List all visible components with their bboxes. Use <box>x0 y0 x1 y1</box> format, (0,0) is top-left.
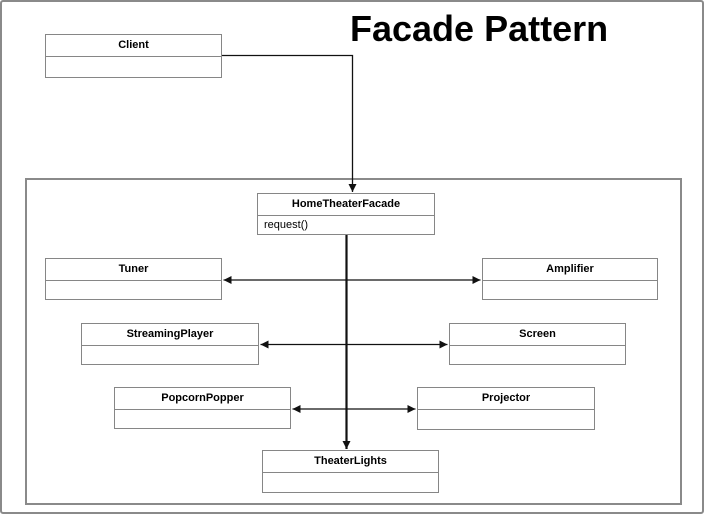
class-title-popcornpopper: PopcornPopper <box>161 392 244 404</box>
class-method-request: request() <box>258 215 434 234</box>
class-box-client[interactable]: Client <box>45 34 222 78</box>
class-box-streamingplayer[interactable]: StreamingPlayer <box>81 323 259 365</box>
class-body-theaterlights <box>263 472 438 492</box>
class-title-streamingplayer: StreamingPlayer <box>126 328 214 340</box>
class-body-client <box>46 56 221 77</box>
class-box-theaterlights[interactable]: TheaterLights <box>262 450 439 493</box>
class-box-hometheaterfacade[interactable]: HomeTheaterFacade request() <box>257 193 435 235</box>
diagram-title: Facade Pattern <box>350 8 609 49</box>
class-box-tuner[interactable]: Tuner <box>45 258 222 300</box>
class-body-streamingplayer <box>82 345 258 364</box>
class-title-hometheaterfacade: HomeTheaterFacade <box>291 198 401 210</box>
class-body-screen <box>450 345 625 364</box>
class-body-popcornpopper <box>115 409 290 428</box>
subsystem-boundary-box[interactable] <box>25 178 682 505</box>
class-body-amplifier <box>483 280 657 299</box>
class-body-tuner <box>46 280 221 299</box>
class-title-theaterlights: TheaterLights <box>314 455 387 467</box>
class-box-screen[interactable]: Screen <box>449 323 626 365</box>
connector-client-to-facade[interactable] <box>222 54 357 193</box>
class-box-popcornpopper[interactable]: PopcornPopper <box>114 387 291 429</box>
class-title-screen: Screen <box>519 328 556 340</box>
class-title-tuner: Tuner <box>118 263 149 275</box>
class-title-projector: Projector <box>481 392 531 404</box>
class-title-amplifier: Amplifier <box>546 263 594 275</box>
class-title-client: Client <box>118 39 149 51</box>
class-box-projector[interactable]: Projector <box>417 387 595 430</box>
class-box-amplifier[interactable]: Amplifier <box>482 258 658 300</box>
class-body-projector <box>418 409 594 429</box>
